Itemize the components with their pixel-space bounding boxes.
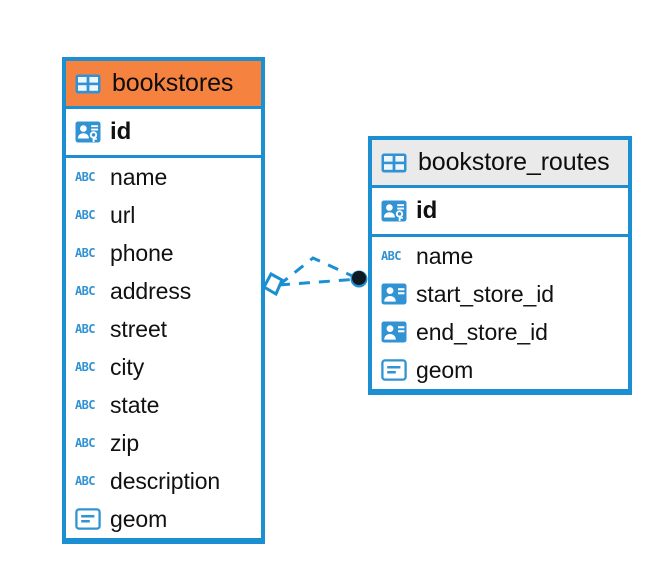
field-row-description[interactable]: ABC description	[66, 462, 261, 500]
field-label-description: description	[110, 467, 221, 494]
pk-section-bookstore-routes: id	[372, 188, 628, 237]
field-row-id[interactable]: id	[66, 109, 261, 155]
field-label-end-store-id: end_store_id	[416, 318, 548, 345]
field-label-url: url	[110, 201, 136, 228]
abc-text-icon: ABC	[75, 284, 95, 298]
field-row-state[interactable]: ABC state	[66, 386, 261, 424]
field-label-start-store-id: start_store_id	[416, 280, 554, 307]
table-icon	[75, 74, 101, 93]
entity-title-bookstores: bookstores	[112, 69, 234, 97]
geometry-icon	[75, 508, 101, 530]
relationship-line-lower	[278, 277, 360, 287]
field-row-street[interactable]: ABC street	[66, 310, 261, 348]
foreign-key-icon	[381, 283, 407, 305]
field-label-phone: phone	[110, 239, 174, 266]
diamond-outline-marker	[261, 271, 284, 297]
abc-text-icon: ABC	[75, 170, 95, 184]
primary-key-icon	[381, 200, 407, 222]
field-label-address: address	[110, 277, 192, 304]
filled-circle-marker	[352, 271, 366, 285]
abc-text-icon: ABC	[75, 208, 95, 222]
relationship-connector[interactable]	[255, 240, 380, 320]
field-label-geom: geom	[416, 356, 474, 383]
abc-text-icon: ABC	[75, 322, 95, 336]
field-list-bookstore-routes: ABC name start_store_id	[372, 237, 628, 389]
entity-header-bookstore-routes[interactable]: bookstore_routes	[372, 140, 628, 188]
abc-text-icon: ABC	[75, 246, 95, 260]
field-label-name: name	[110, 163, 168, 190]
field-label-street: street	[110, 315, 167, 342]
field-label-state: state	[110, 391, 160, 418]
field-row-name[interactable]: ABC name	[66, 158, 261, 196]
field-label-geom: geom	[110, 505, 168, 532]
field-label-zip: zip	[110, 429, 140, 456]
field-row-end-store-id[interactable]: end_store_id	[372, 313, 628, 351]
geometry-icon	[381, 359, 407, 381]
field-label-id: id	[416, 197, 438, 224]
field-row-url[interactable]: ABC url	[66, 196, 261, 234]
abc-text-icon: ABC	[75, 398, 95, 412]
field-row-city[interactable]: ABC city	[66, 348, 261, 386]
field-row-phone[interactable]: ABC phone	[66, 234, 261, 272]
abc-text-icon: ABC	[75, 474, 95, 488]
entity-title-bookstore-routes: bookstore_routes	[418, 148, 610, 176]
field-row-geom[interactable]: geom	[372, 351, 628, 389]
field-row-address[interactable]: ABC address	[66, 272, 261, 310]
abc-text-icon: ABC	[381, 249, 401, 263]
table-icon	[381, 153, 407, 172]
relationship-line-upper	[278, 256, 360, 287]
field-row-zip[interactable]: ABC zip	[66, 424, 261, 462]
entity-bookstore-routes[interactable]: bookstore_routes id ABC na	[368, 136, 632, 395]
field-row-start-store-id[interactable]: start_store_id	[372, 275, 628, 313]
field-list-bookstores: ABC name ABC url ABC phone ABC address A…	[66, 158, 261, 538]
abc-text-icon: ABC	[75, 436, 95, 450]
abc-text-icon: ABC	[75, 360, 95, 374]
entity-bookstores[interactable]: bookstores id ABC name	[62, 57, 265, 544]
field-label-city: city	[110, 353, 145, 380]
field-label-name: name	[416, 242, 474, 269]
field-row-geom[interactable]: geom	[66, 500, 261, 538]
field-row-name[interactable]: ABC name	[372, 237, 628, 275]
field-row-id[interactable]: id	[372, 188, 628, 234]
foreign-key-icon	[381, 321, 407, 343]
field-label-id: id	[110, 118, 132, 145]
primary-key-icon	[75, 121, 101, 143]
entity-header-bookstores[interactable]: bookstores	[66, 61, 261, 109]
pk-section-bookstores: id	[66, 109, 261, 158]
